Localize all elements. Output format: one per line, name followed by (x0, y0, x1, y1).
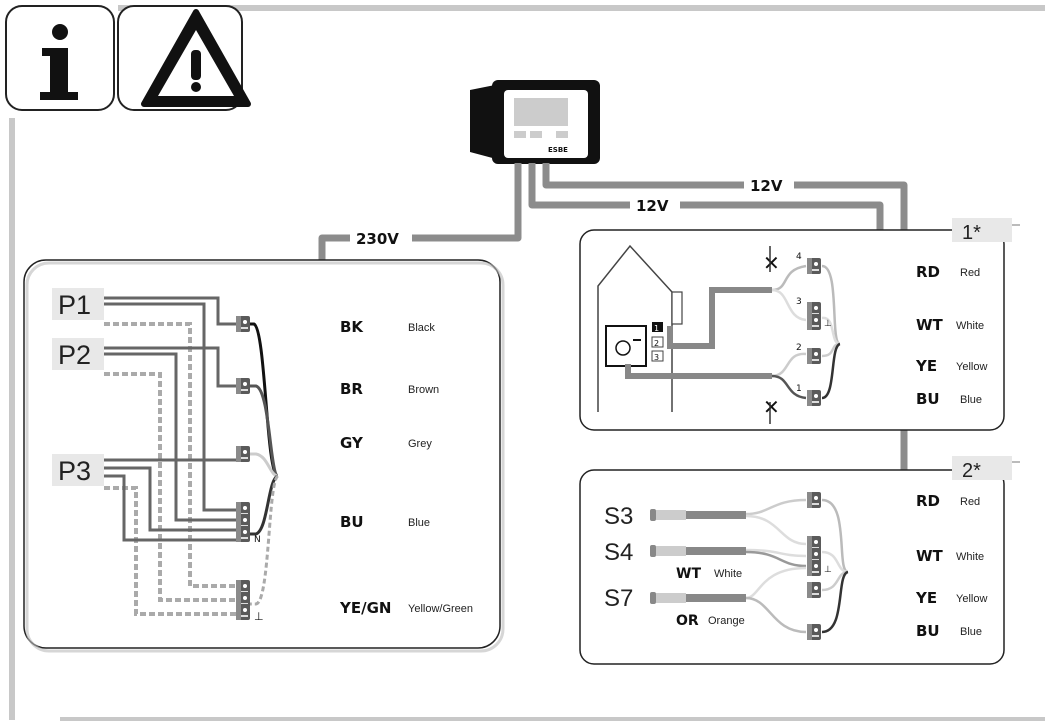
legend-code: YE (915, 357, 937, 375)
legend-name: Red (960, 496, 980, 508)
sensor-wire-code: OR (676, 613, 699, 629)
voltage-230v-label: 230V (356, 230, 399, 248)
legend-name: Yellow (956, 361, 987, 373)
legend-name: Yellow (956, 593, 987, 605)
terminal-number: 4 (796, 252, 802, 262)
controller-unit: ESBE (470, 80, 600, 164)
earth-mark: ⊥ (824, 565, 832, 575)
legend-name: White (956, 551, 984, 563)
legend-code: RD (916, 492, 940, 510)
voltage-12v-label-a: 12V (636, 197, 669, 215)
sensor-label-s4: S4 (604, 539, 633, 566)
legend-code: RD (916, 263, 940, 281)
legend-code: BU (916, 390, 940, 408)
info-icon (5, 5, 115, 111)
neutral-mark: N (254, 535, 261, 545)
terminal-number: 3 (796, 297, 802, 307)
warning-triangle-icon (117, 5, 251, 111)
input-label-p2: P2 (58, 340, 91, 370)
legend-name: Blue (408, 517, 430, 529)
legend-code: BU (340, 513, 364, 531)
legend-code: WT (916, 547, 944, 565)
legend-code: YE/GN (339, 599, 391, 617)
input-label-p3: P3 (58, 456, 91, 486)
legend-name: Blue (960, 394, 982, 406)
legend-code: BK (340, 318, 364, 336)
thermostat-number-1: 1 (654, 324, 659, 333)
box-tag-2: 2* (962, 460, 981, 482)
controller-brand: ESBE (548, 146, 568, 154)
legend-name: Brown (408, 384, 439, 396)
sensor-wiring-box: 2* S3 S4 S7 (579, 456, 1020, 665)
terminal-number: 2 (796, 343, 802, 353)
voltage-12v-label-b: 12V (750, 177, 783, 195)
legend-name: Yellow/Green (408, 603, 473, 615)
legend-name: Black (408, 322, 435, 334)
legend-code: WT (916, 316, 944, 334)
legend-name: Blue (960, 626, 982, 638)
legend-code: GY (340, 434, 364, 452)
legend-name: White (956, 320, 984, 332)
legend-code: YE (915, 589, 937, 607)
legend-name: Red (960, 267, 980, 279)
sensor-wire-name: White (714, 568, 742, 580)
cut-wire-mark: ✕ (763, 251, 780, 275)
earth-mark: ⊥ (254, 610, 264, 623)
sensor-wire-name: Orange (708, 615, 745, 627)
box-tag-1: 1* (962, 222, 981, 244)
thermostat-number-2: 2 (654, 339, 659, 348)
cut-wire-mark: ✕ (763, 395, 780, 419)
sensor-label-s3: S3 (604, 503, 633, 530)
page-frame (9, 5, 1045, 721)
sensor-label-s7: S7 (604, 585, 633, 612)
sensor-wire-code: WT (676, 566, 701, 582)
earth-mark: ⊥ (824, 319, 832, 329)
input-label-p1: P1 (58, 290, 91, 320)
thermostat-number-3: 3 (654, 353, 659, 362)
terminal-number: 1 (796, 384, 802, 394)
thermostat-wiring-box: 1* 1 2 3 ✕ ✕ (579, 218, 1020, 431)
legend-code: BU (916, 622, 940, 640)
legend-name: Grey (408, 438, 432, 450)
mains-wiring-box: P1 P2 P3 (23, 259, 505, 653)
legend-code: BR (340, 380, 363, 398)
